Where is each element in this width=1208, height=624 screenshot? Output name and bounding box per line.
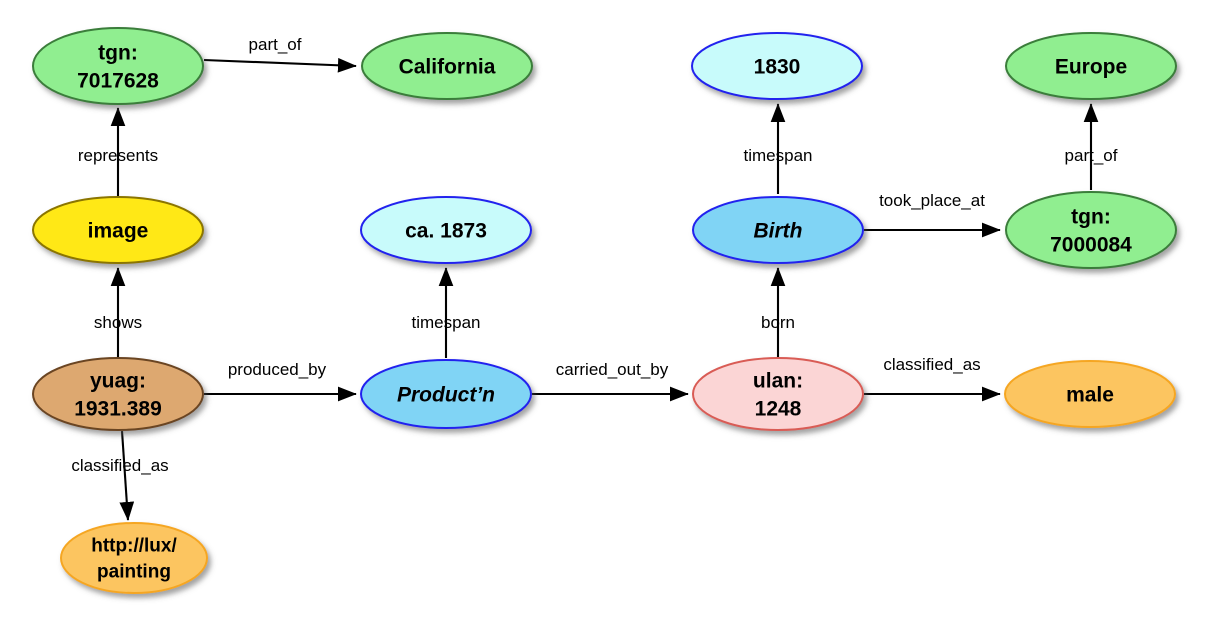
edge-produced-by: produced_by xyxy=(204,360,357,402)
node-lux-painting-label-0: http://lux/ xyxy=(91,536,177,557)
node-1830[interactable]: 1830 xyxy=(691,32,863,100)
edge-classified-as-male: classified_as xyxy=(864,355,1001,402)
node-ca-1873-ellipse[interactable] xyxy=(360,196,532,264)
node-male-label-0: male xyxy=(1066,383,1114,406)
edge-carried-out-by-label: carried_out_by xyxy=(556,360,669,379)
edge-represents-label: represents xyxy=(78,146,158,165)
edge-part-of-california-line xyxy=(203,57,357,73)
node-production[interactable]: Product’n xyxy=(360,359,532,429)
node-tgn-7000084-ellipse[interactable] xyxy=(1005,191,1177,269)
edge-part-of-california: part_of xyxy=(203,35,357,73)
edge-took-place-at: took_place_at xyxy=(864,191,1001,238)
node-production-ellipse[interactable] xyxy=(360,359,532,429)
node-male[interactable]: male xyxy=(1004,360,1176,428)
node-yuag-1931-389-label-1: 1931.389 xyxy=(74,397,162,420)
edge-part-of-california-label: part_of xyxy=(249,35,302,54)
node-california[interactable]: California xyxy=(361,32,533,100)
node-tgn-7017628-label-1: 7017628 xyxy=(77,69,159,92)
node-tgn-7000084-label-0: tgn: xyxy=(1071,205,1111,228)
edge-carried-out-by: carried_out_by xyxy=(532,360,689,402)
edge-timespan-1830: timespan xyxy=(744,103,813,194)
edge-part-of-europe: part_of xyxy=(1065,103,1118,190)
edge-born-label: born xyxy=(761,313,795,332)
node-ulan-1248-ellipse[interactable] xyxy=(692,357,864,431)
node-tgn-7000084-label-1: 7000084 xyxy=(1050,233,1132,256)
node-lux-painting-label-1: painting xyxy=(97,562,171,583)
node-yuag-1931-389-label-0: yuag: xyxy=(90,369,146,392)
node-ca-1873[interactable]: ca. 1873 xyxy=(360,196,532,264)
node-1830-ellipse[interactable] xyxy=(691,32,863,100)
node-image-ellipse[interactable] xyxy=(32,196,204,264)
edge-shows-label: shows xyxy=(94,313,142,332)
node-1830-label-0: 1830 xyxy=(754,55,801,78)
edge-shows: shows xyxy=(94,267,142,358)
node-birth-label-0: Birth xyxy=(754,219,803,242)
node-ulan-1248[interactable]: ulan: 1248 xyxy=(692,357,864,431)
edge-timespan-1830-label: timespan xyxy=(744,146,813,165)
node-ulan-1248-label-1: 1248 xyxy=(755,397,802,420)
node-europe-label-0: Europe xyxy=(1055,55,1127,78)
edges-layer: part_of represents shows produced_by timespa… xyxy=(71,35,1118,521)
edge-classified-as-painting: classified_as xyxy=(71,430,169,521)
node-tgn-7017628[interactable]: tgn: 7017628 xyxy=(32,27,204,105)
node-lux-painting[interactable]: http://lux/painting xyxy=(60,522,208,594)
node-image[interactable]: image xyxy=(32,196,204,264)
edge-represents: represents xyxy=(78,107,158,196)
edge-timespan-ca-1873: timespan xyxy=(412,267,481,358)
node-tgn-7017628-label-0: tgn: xyxy=(98,41,138,64)
edge-classified-as-male-label: classified_as xyxy=(883,355,980,374)
node-production-label-0: Product’n xyxy=(397,383,495,406)
node-birth[interactable]: Birth xyxy=(692,196,864,264)
edge-part-of-europe-label: part_of xyxy=(1065,146,1118,165)
edge-born: born xyxy=(761,267,795,358)
node-europe-ellipse[interactable] xyxy=(1005,32,1177,100)
node-tgn-7017628-ellipse[interactable] xyxy=(32,27,204,105)
node-ulan-1248-label-0: ulan: xyxy=(753,369,803,392)
edge-produced-by-label: produced_by xyxy=(228,360,327,379)
node-tgn-7000084[interactable]: tgn: 7000084 xyxy=(1005,191,1177,269)
edge-timespan-ca-1873-label: timespan xyxy=(412,313,481,332)
nodes-layer: tgn: 7017628 California 1830 Europe image ca. … xyxy=(32,27,1177,594)
node-california-ellipse[interactable] xyxy=(361,32,533,100)
node-image-label-0: image xyxy=(88,219,149,242)
node-yuag-1931-389[interactable]: yuag: 1931.389 xyxy=(32,357,204,431)
node-europe[interactable]: Europe xyxy=(1005,32,1177,100)
edge-classified-as-painting-line xyxy=(119,430,135,521)
node-yuag-1931-389-ellipse[interactable] xyxy=(32,357,204,431)
node-california-label-0: California xyxy=(399,55,496,78)
edge-classified-as-painting-label: classified_as xyxy=(71,456,168,475)
node-lux-painting-ellipse[interactable] xyxy=(60,522,208,594)
node-male-ellipse[interactable] xyxy=(1004,360,1176,428)
node-ca-1873-label-0: ca. 1873 xyxy=(405,219,487,242)
node-birth-ellipse[interactable] xyxy=(692,196,864,264)
edge-took-place-at-label: took_place_at xyxy=(879,191,985,210)
